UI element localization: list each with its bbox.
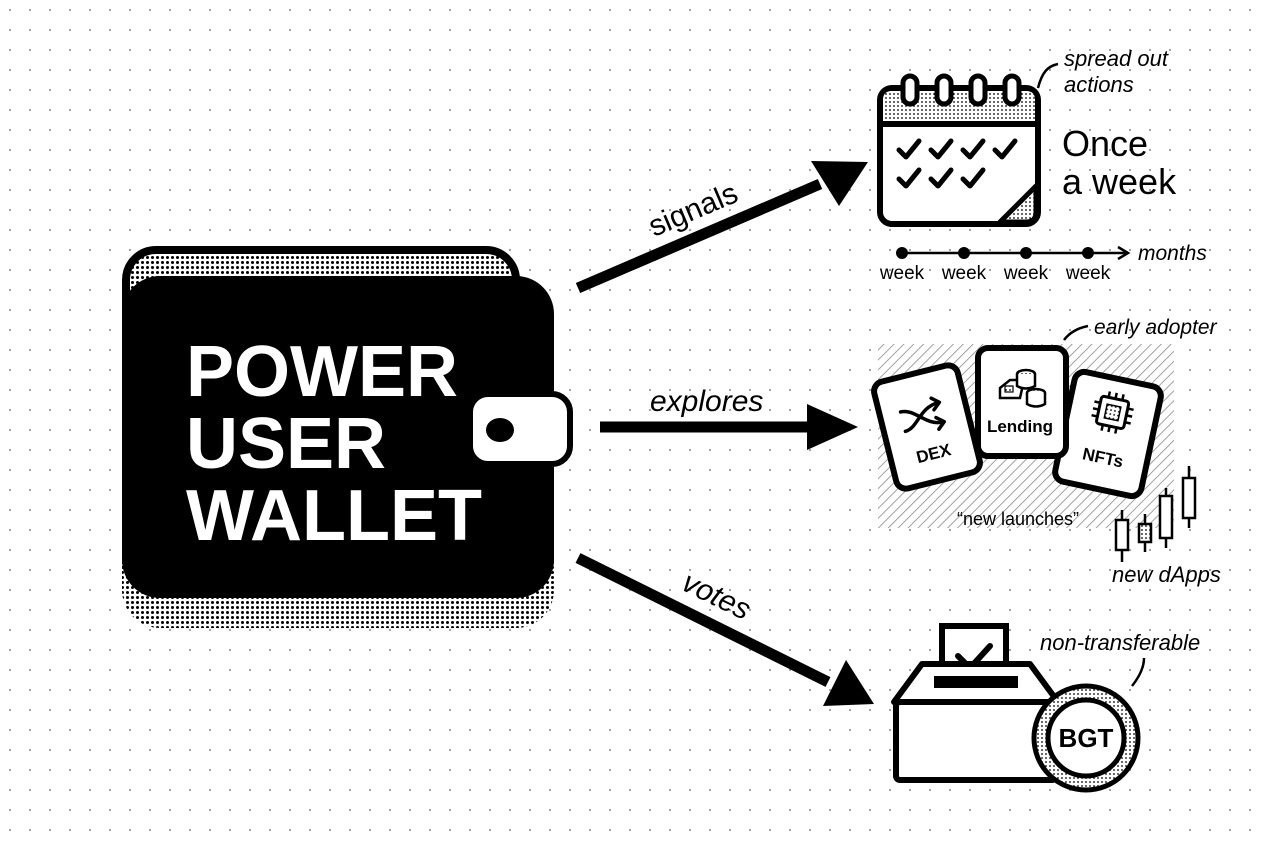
timeline-end-label: months (1138, 242, 1207, 265)
timeline-dot (896, 247, 908, 259)
calendar-headline-line-1: Once (1062, 123, 1148, 164)
timeline-dot (1082, 247, 1094, 259)
wallet-body (122, 276, 554, 598)
wallet-clasp (467, 391, 573, 467)
arrow-label-explores: explores (650, 385, 763, 418)
calendar-note-line-1: spread out (1064, 46, 1169, 71)
ballot-box-icon (891, 623, 1061, 783)
calendar-icon (877, 73, 1041, 227)
wallet-title-line-1: POWER (186, 332, 458, 412)
timeline-dot (958, 247, 970, 259)
card-lending: Lending (975, 345, 1069, 459)
bgt-token: BGT (1031, 683, 1141, 793)
candlestick-icon (1114, 466, 1197, 562)
timeline-tick-label: week (941, 263, 987, 284)
ballot-slot (934, 676, 1018, 688)
wallet-title-line-3: WALLET (186, 476, 482, 556)
note-leader-nontransferable (1131, 657, 1146, 687)
timeline-dot (1020, 247, 1032, 259)
power-user-wallet: POWER USER WALLET (122, 246, 573, 628)
bgt-token-inner (1045, 697, 1127, 779)
note-leader-spread (1036, 62, 1059, 89)
wallet-title-line-2: USER (186, 404, 386, 484)
card-nfts: NFTs (1052, 368, 1164, 500)
new-dapps-label: new dApps (1112, 562, 1221, 587)
vote-note: non-transferable (1040, 630, 1200, 655)
coins-icon (998, 368, 1047, 408)
timeline-tick-label: week (1003, 263, 1049, 284)
card-label-lending: Lending (987, 417, 1053, 436)
calendar-note-line-2: actions (1064, 72, 1134, 97)
calendar-headline-line-2: a week (1062, 161, 1177, 202)
shuffle-icon (898, 396, 946, 434)
new-launches-caption: “new launches” (957, 509, 1079, 529)
calendar-page-curl (997, 183, 1039, 225)
timeline-tick-label: week (1065, 263, 1111, 284)
chip-icon (1091, 391, 1134, 434)
weekly-timeline: week week week week months (879, 242, 1208, 284)
bgt-token-label: BGT (1059, 723, 1114, 753)
explore-note: early adopter (1094, 316, 1218, 339)
timeline-tick-label: week (879, 263, 925, 284)
arrow-explores: explores (600, 385, 858, 450)
note-leader-early (1063, 324, 1089, 341)
calendar-checkmarks (896, 138, 1018, 189)
card-dex: DEX (871, 362, 983, 492)
